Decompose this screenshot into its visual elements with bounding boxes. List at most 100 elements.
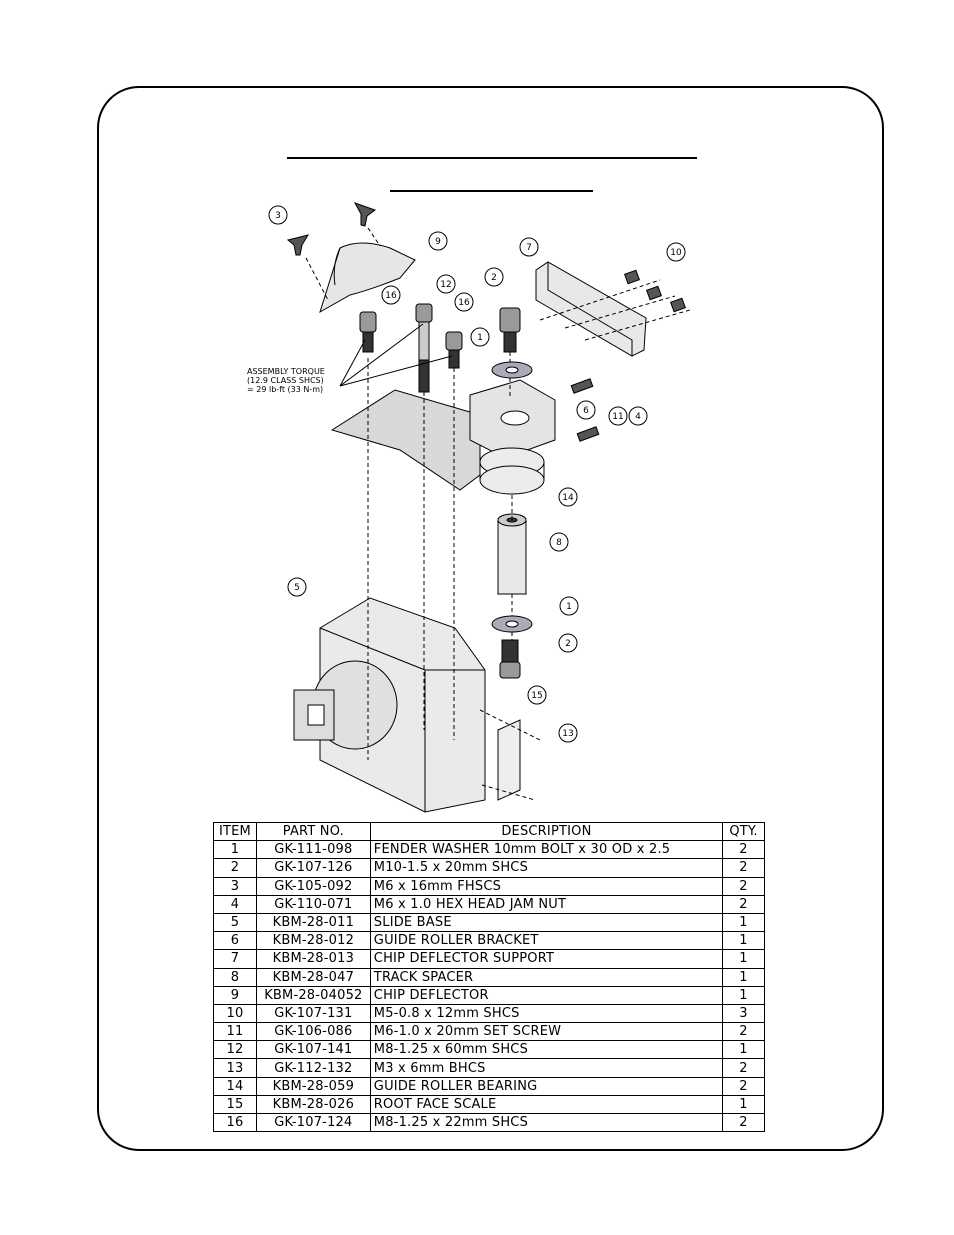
bom-cell-item: 7 [213,949,257,969]
bom-cell-qty: 2 [722,840,765,860]
bom-cell-description: M8-1.25 x 22mm SHCS [369,1112,724,1133]
bom-cell-part-no: KBM-28-012 [255,931,371,951]
svg-text:= 29 lb-ft (33 N-m): = 29 lb-ft (33 N-m) [247,385,323,394]
bom-cell-description: M10-1.5 x 20mm SHCS [369,858,724,878]
bom-cell-part-no: GK-107-141 [255,1040,371,1060]
shcs-screw-part [359,311,377,333]
callout-balloon-c4: 4 [628,406,648,426]
callout-label: 14 [562,493,574,503]
fhscs-screw-part [286,234,310,256]
exploded-assembly-drawing: ASSEMBLY TORQUE (12.9 CLASS SHCS) = 29 l… [247,202,691,813]
bom-cell-part-no: GK-107-131 [255,1003,371,1024]
bom-cell-description: M8-1.25 x 60mm SHCS [369,1040,724,1060]
bom-header-qty: QTY. [722,821,765,842]
bom-cell-description: M6-1.0 x 20mm SET SCREW [369,1022,724,1042]
callout-balloon-c1a: 1 [470,327,490,347]
bom-cell-part-no: GK-110-071 [255,894,371,914]
callout-label: 7 [526,243,532,253]
bom-cell-item: 10 [213,1003,257,1024]
bom-cell-qty: 2 [722,876,765,896]
callout-label: 11 [612,412,623,422]
callout-balloon-c15: 15 [527,685,547,705]
bom-cell-qty: 3 [722,1003,765,1024]
callout-label: 9 [435,237,441,247]
callout-label: 1 [566,602,572,612]
bom-cell-item: 12 [213,1040,257,1060]
bom-cell-part-no: KBM-28-026 [255,1094,371,1115]
callout-balloon-c7: 7 [519,237,539,257]
m5-screw-part [646,285,662,301]
bom-cell-qty: 2 [722,1112,765,1133]
callout-label: 16 [385,291,397,301]
slide-base-part [319,597,486,813]
bom-cell-qty: 2 [722,858,765,878]
bom-cell-description: M5-0.8 x 12mm SHCS [369,1003,724,1024]
bom-cell-part-no: GK-105-092 [255,876,371,896]
subtitle-underline [390,190,593,192]
bom-cell-qty: 1 [722,985,765,1005]
callout-label: 12 [440,280,451,290]
bom-cell-part-no: GK-111-098 [255,840,371,860]
mounting-plate-part [330,389,481,491]
bom-cell-part-no: KBM-28-047 [255,967,371,987]
bom-cell-part-no: KBM-28-011 [255,912,371,933]
callout-label: 13 [562,729,573,739]
callout-balloon-c10: 10 [666,242,686,262]
callout-label: 16 [458,298,470,308]
bom-cell-description: SLIDE BASE [369,912,724,933]
bom-cell-description: ROOT FACE SCALE [369,1094,724,1115]
bom-cell-description: CHIP DEFLECTOR SUPPORT [369,949,724,969]
bom-cell-qty: 2 [722,894,765,914]
m5-screw-part [624,269,640,285]
bom-header-description: DESCRIPTION [369,821,724,842]
callout-balloon-c11: 11 [608,406,628,426]
bom-cell-description: CHIP DEFLECTOR [369,985,724,1005]
shcs-long-screw-part [415,303,433,323]
bom-header-part-no: PART NO. [255,821,371,842]
root-face-scale-part [497,719,521,801]
bom-cell-item: 14 [213,1076,257,1096]
bom-cell-item: 8 [213,967,257,987]
bom-cell-description: M6 x 1.0 HEX HEAD JAM NUT [369,894,724,914]
chip-deflector-part [319,242,416,314]
svg-text:(12.9 CLASS SHCS): (12.9 CLASS SHCS) [247,376,324,385]
callout-label: 6 [583,406,589,416]
bom-cell-description: GUIDE ROLLER BRACKET [369,931,724,951]
bom-cell-item: 13 [213,1058,257,1078]
bom-cell-part-no: GK-107-124 [255,1112,371,1133]
set-screw-part [576,426,600,442]
bom-cell-part-no: KBM-28-059 [255,1076,371,1096]
callout-balloon-c3: 3 [268,205,288,225]
callout-balloon-c13: 13 [558,723,578,743]
callout-label: 2 [491,273,497,283]
callout-label: 10 [670,248,682,258]
bom-cell-part-no: GK-107-126 [255,858,371,878]
bom-cell-item: 11 [213,1022,257,1042]
callout-label: 4 [635,412,641,422]
callout-balloon-c16b: 16 [454,292,474,312]
svg-text:ASSEMBLY TORQUE: ASSEMBLY TORQUE [247,367,325,376]
bom-cell-qty: 1 [722,967,765,987]
bom-cell-qty: 1 [722,912,765,933]
bom-cell-qty: 1 [722,949,765,969]
bom-cell-description: GUIDE ROLLER BEARING [369,1076,724,1096]
bom-cell-item: 15 [213,1094,257,1115]
set-screw-part [570,378,594,394]
bom-cell-part-no: GK-106-086 [255,1022,371,1042]
fhscs-screw-part [353,202,377,227]
bom-cell-item: 5 [213,912,257,933]
bom-cell-qty: 2 [722,1058,765,1078]
m5-screw-part [670,297,686,313]
callout-balloon-c1b: 1 [559,596,579,616]
callout-label: 8 [556,538,562,548]
